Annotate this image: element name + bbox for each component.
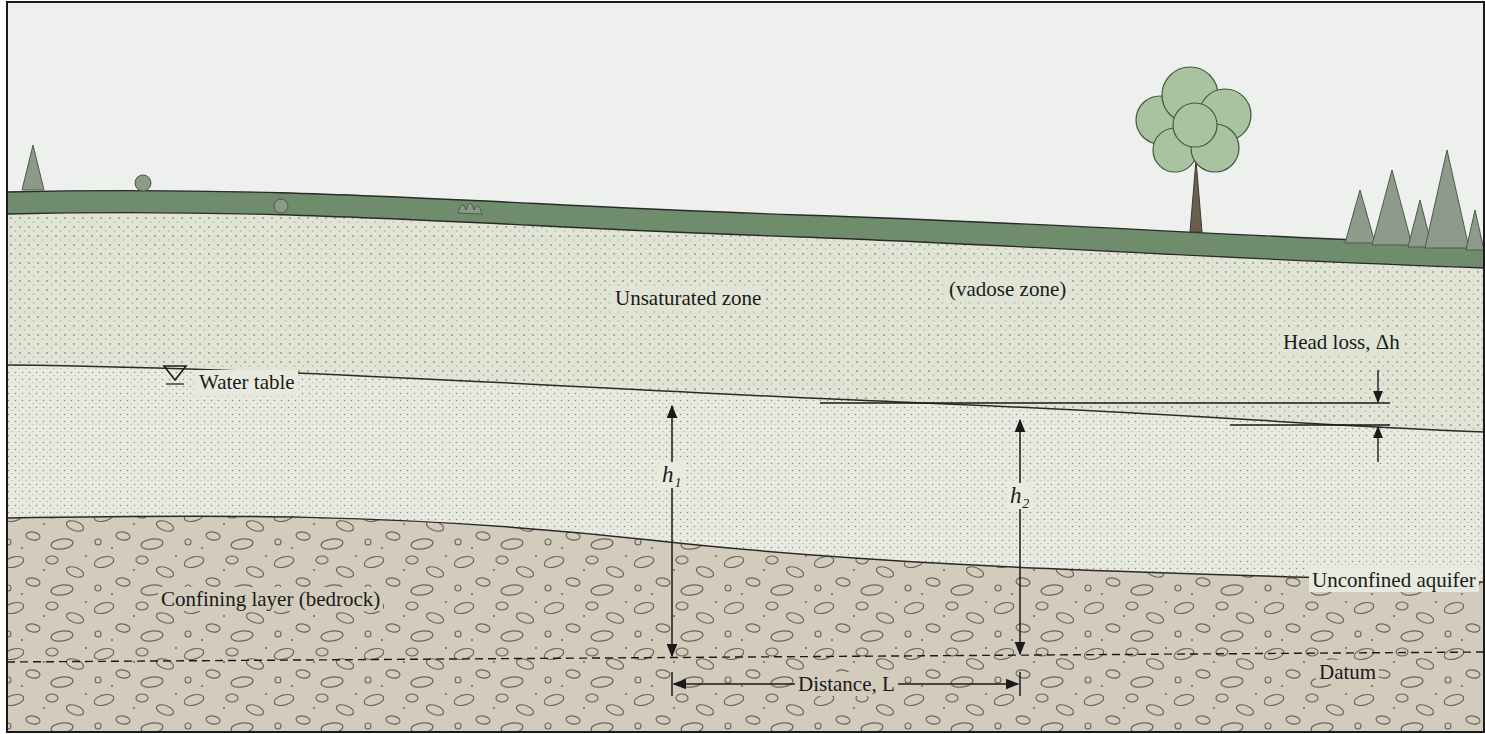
zone-label: Unsaturated zone xyxy=(612,286,764,310)
head-label: h₂ xyxy=(1007,483,1033,509)
aquifer-label: Unconfined aquifer xyxy=(1309,568,1479,592)
head-loss-label: Head loss, Δh xyxy=(1280,330,1403,354)
water-table-label: Water table xyxy=(196,370,298,394)
distance-label: Distance, L xyxy=(795,672,898,696)
head-label: h₁ xyxy=(659,462,685,488)
bedrock-label: Confining layer (bedrock) xyxy=(158,587,383,611)
datum-label: Datum xyxy=(1316,660,1379,684)
zone-label: (vadose zone) xyxy=(946,277,1069,301)
